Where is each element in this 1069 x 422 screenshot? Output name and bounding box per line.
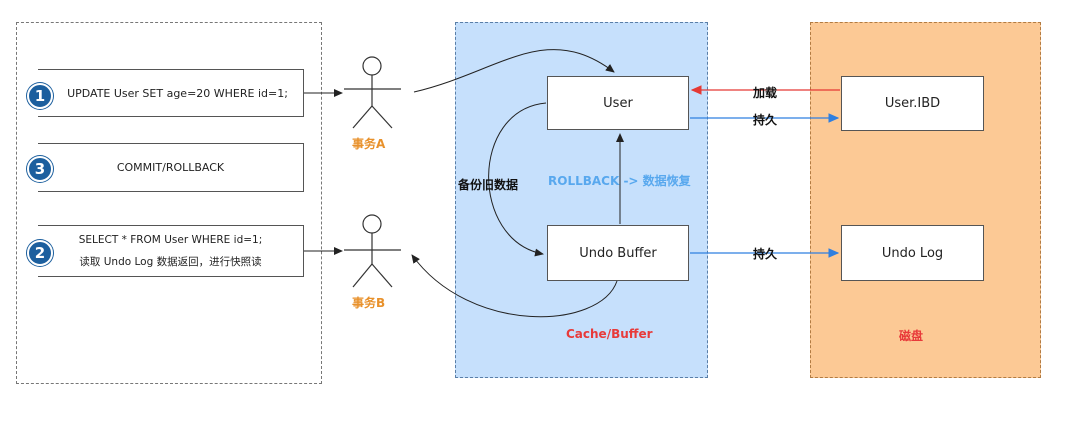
update-statement-text: UPDATE User SET age=20 WHERE id=1;: [67, 86, 288, 100]
user-ibd-box: User.IBD: [841, 76, 984, 131]
update-statement-box: UPDATE User SET age=20 WHERE id=1;: [38, 69, 304, 117]
select-note-text: 读取 Undo Log 数据返回，进行快照读: [79, 255, 262, 268]
actor-b-label: 事务B: [352, 296, 386, 310]
actor-a-icon: [344, 56, 401, 129]
cache-buffer-title: Cache/Buffer: [566, 327, 653, 341]
undo-log-box: Undo Log: [841, 225, 984, 281]
persist-user-label: 持久: [753, 113, 778, 127]
persist-undo-label: 持久: [753, 247, 778, 261]
actor-b-icon: [344, 214, 401, 288]
undo-log-label: Undo Log: [881, 245, 944, 261]
user-ibd-label: User.IBD: [884, 96, 941, 111]
select-statement-box: SELECT * FROM User WHERE id=1; 读取 Undo L…: [38, 225, 304, 277]
actor-a-to-user-arrow: [413, 49, 615, 93]
backup-old-data-label: 备份旧数据: [458, 178, 519, 192]
select-statement-text: SELECT * FROM User WHERE id=1;: [78, 233, 263, 246]
undo-buffer-label: Undo Buffer: [579, 245, 657, 261]
rollback-label: ROLLBACK -> 数据恢复: [548, 174, 691, 188]
undo-buffer-to-actor-b-arrow: [411, 254, 618, 318]
user-cache-label: User: [603, 95, 633, 111]
backup-old-data-arrow: [488, 102, 547, 257]
step-1-badge: 1: [27, 83, 53, 109]
user-cache-box: User: [547, 76, 689, 130]
step-3-badge: 3: [27, 156, 53, 182]
undo-buffer-box: Undo Buffer: [547, 225, 689, 281]
disk-title: 磁盘: [899, 329, 924, 343]
actor-a-label: 事务A: [352, 137, 386, 151]
step-2-badge: 2: [27, 240, 53, 266]
load-label: 加载: [753, 86, 778, 100]
commit-statement-text: COMMIT/ROLLBACK: [116, 161, 225, 174]
commit-statement-box: COMMIT/ROLLBACK: [38, 143, 304, 192]
